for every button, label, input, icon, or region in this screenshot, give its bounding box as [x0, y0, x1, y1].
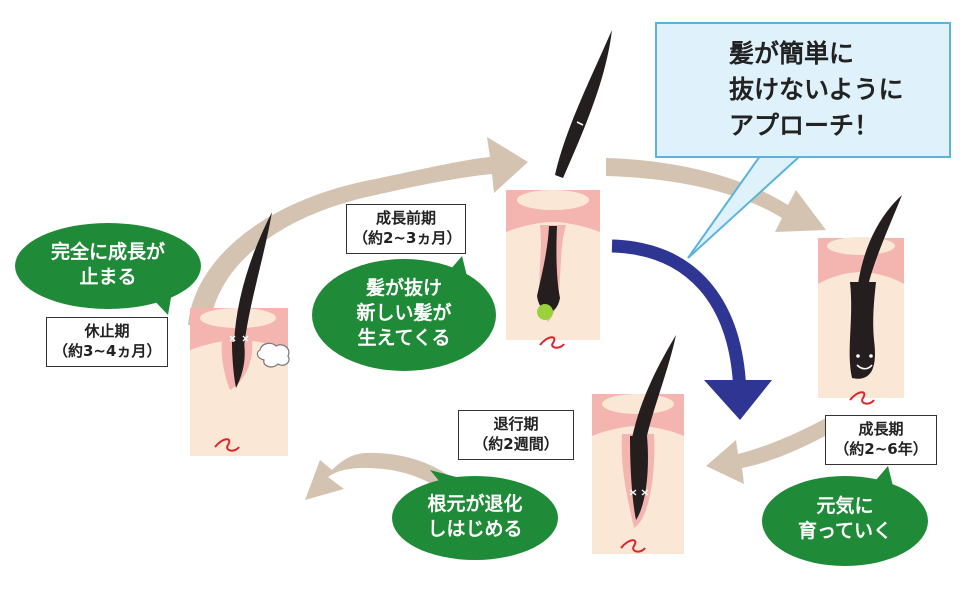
stage-name: 成長期 — [858, 420, 904, 438]
bubble-growth-early: 髪が抜け 新しい髪が 生えてくる — [314, 276, 494, 351]
bubble-line: 生えてくる — [357, 327, 451, 349]
follicle-growth — [818, 195, 904, 405]
bubble-line: しはじめる — [427, 518, 523, 540]
sigh-puff-icon — [256, 342, 290, 368]
bubble-line: 新しい髪が — [356, 302, 452, 324]
bubble-resting: 完全に成長が 止まる — [18, 240, 198, 290]
stage-label-growth-early: 成長前期 （約2~3ヵ月） — [346, 204, 466, 254]
bubble-line: 育っていく — [797, 520, 893, 542]
stage-duration: （約2~6年） — [834, 440, 928, 458]
stage-label-resting: 休止期 （約3~4ヵ月） — [46, 317, 168, 367]
stage-duration: （約2~3ヵ月） — [353, 229, 462, 247]
bubble-resting-shape — [15, 223, 201, 315]
bubble-regression: 根元が退化 しはじめる — [395, 492, 555, 542]
approach-arrow — [611, 239, 772, 420]
cycle-arrow-regression-to-rest — [305, 452, 452, 500]
follicle-regression — [592, 335, 684, 554]
callout-text: 髪が簡単に 抜けないように アプローチ！ — [729, 36, 904, 144]
cycle-arrows — [188, 137, 836, 500]
bubble-line: 髪が抜け — [365, 277, 442, 299]
bubble-regression-shape — [392, 470, 558, 560]
follicle-growth-early — [506, 30, 612, 349]
cycle-arrow-early-to-growth — [606, 158, 826, 232]
stage-label-regression: 退行期 （約2週間） — [458, 410, 574, 460]
bubble-growth: 元気に 育っていく — [765, 494, 925, 544]
bubble-growth-early-shape — [312, 256, 496, 371]
bubble-growth-shape — [762, 466, 928, 566]
stage-name: 退行期 — [493, 415, 539, 433]
callout-line: 抜けないように — [729, 75, 904, 104]
callout-line: アプローチ！ — [729, 111, 880, 140]
stage-label-growth: 成長期 （約2~6年） — [825, 415, 937, 465]
stage-name: 成長前期 — [375, 209, 436, 227]
stage-duration: （約3~4ヵ月） — [53, 342, 162, 360]
bubble-line: 止まる — [79, 266, 137, 288]
cycle-arrow-growth-to-regression — [706, 418, 836, 484]
bubble-line: 完全に成長が — [50, 241, 165, 263]
bubble-line: 元気に — [816, 495, 874, 517]
approach-callout: 髪が簡単に 抜けないように アプローチ！ — [655, 22, 951, 158]
follicle-resting — [190, 212, 290, 456]
callout-line: 髪が簡単に — [729, 39, 855, 68]
stage-duration: （約2週間） — [473, 435, 559, 453]
cycle-arrow-rest-to-early — [188, 137, 528, 325]
stage-name: 休止期 — [84, 322, 130, 340]
speech-bubbles — [15, 223, 928, 566]
bubble-line: 根元が退化 — [427, 493, 523, 515]
